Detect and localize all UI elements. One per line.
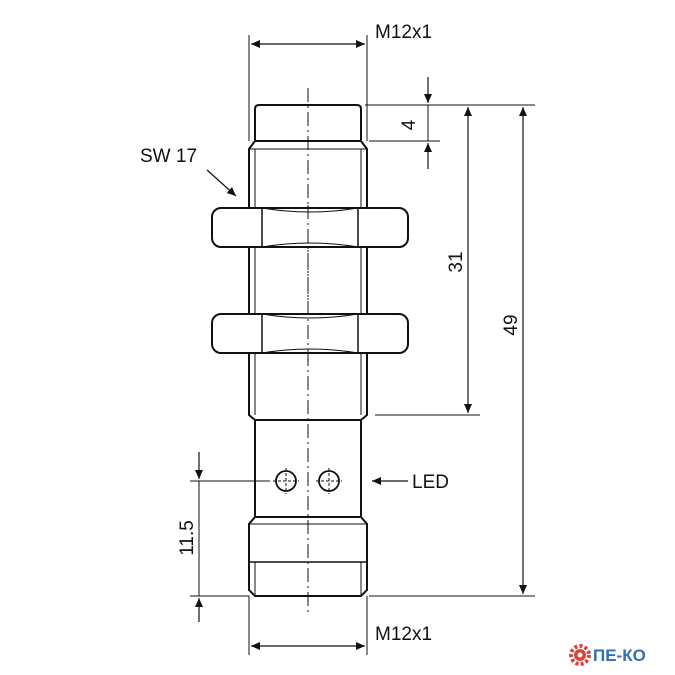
led-window-left <box>273 468 299 494</box>
label-led-offset: 11.5 <box>177 520 198 556</box>
wrench-size-leader <box>206 169 237 197</box>
label-led: LED <box>412 472 449 493</box>
logo-text: ПЕ-КО <box>593 646 646 665</box>
hex-nut-lower <box>211 313 409 354</box>
label-total-length: 49 <box>501 314 522 335</box>
label-head: 4 <box>399 119 420 130</box>
dimension-top-thread <box>248 35 368 141</box>
brand-logo: ПЕ-КО <box>569 644 646 666</box>
label-bottom-thread: M12x1 <box>375 624 432 645</box>
hex-nut-upper <box>211 207 409 248</box>
sensor-top-tip <box>254 104 362 140</box>
label-wrench-size: SW 17 <box>140 146 197 167</box>
label-top-thread: M12x1 <box>375 22 432 43</box>
label-thread-length: 31 <box>446 251 467 272</box>
dimension-total-length <box>369 104 535 597</box>
gear-icon <box>569 644 591 666</box>
led-window-right <box>316 468 342 494</box>
dimension-led-offset <box>190 452 270 622</box>
dimension-bottom-thread <box>248 596 368 655</box>
